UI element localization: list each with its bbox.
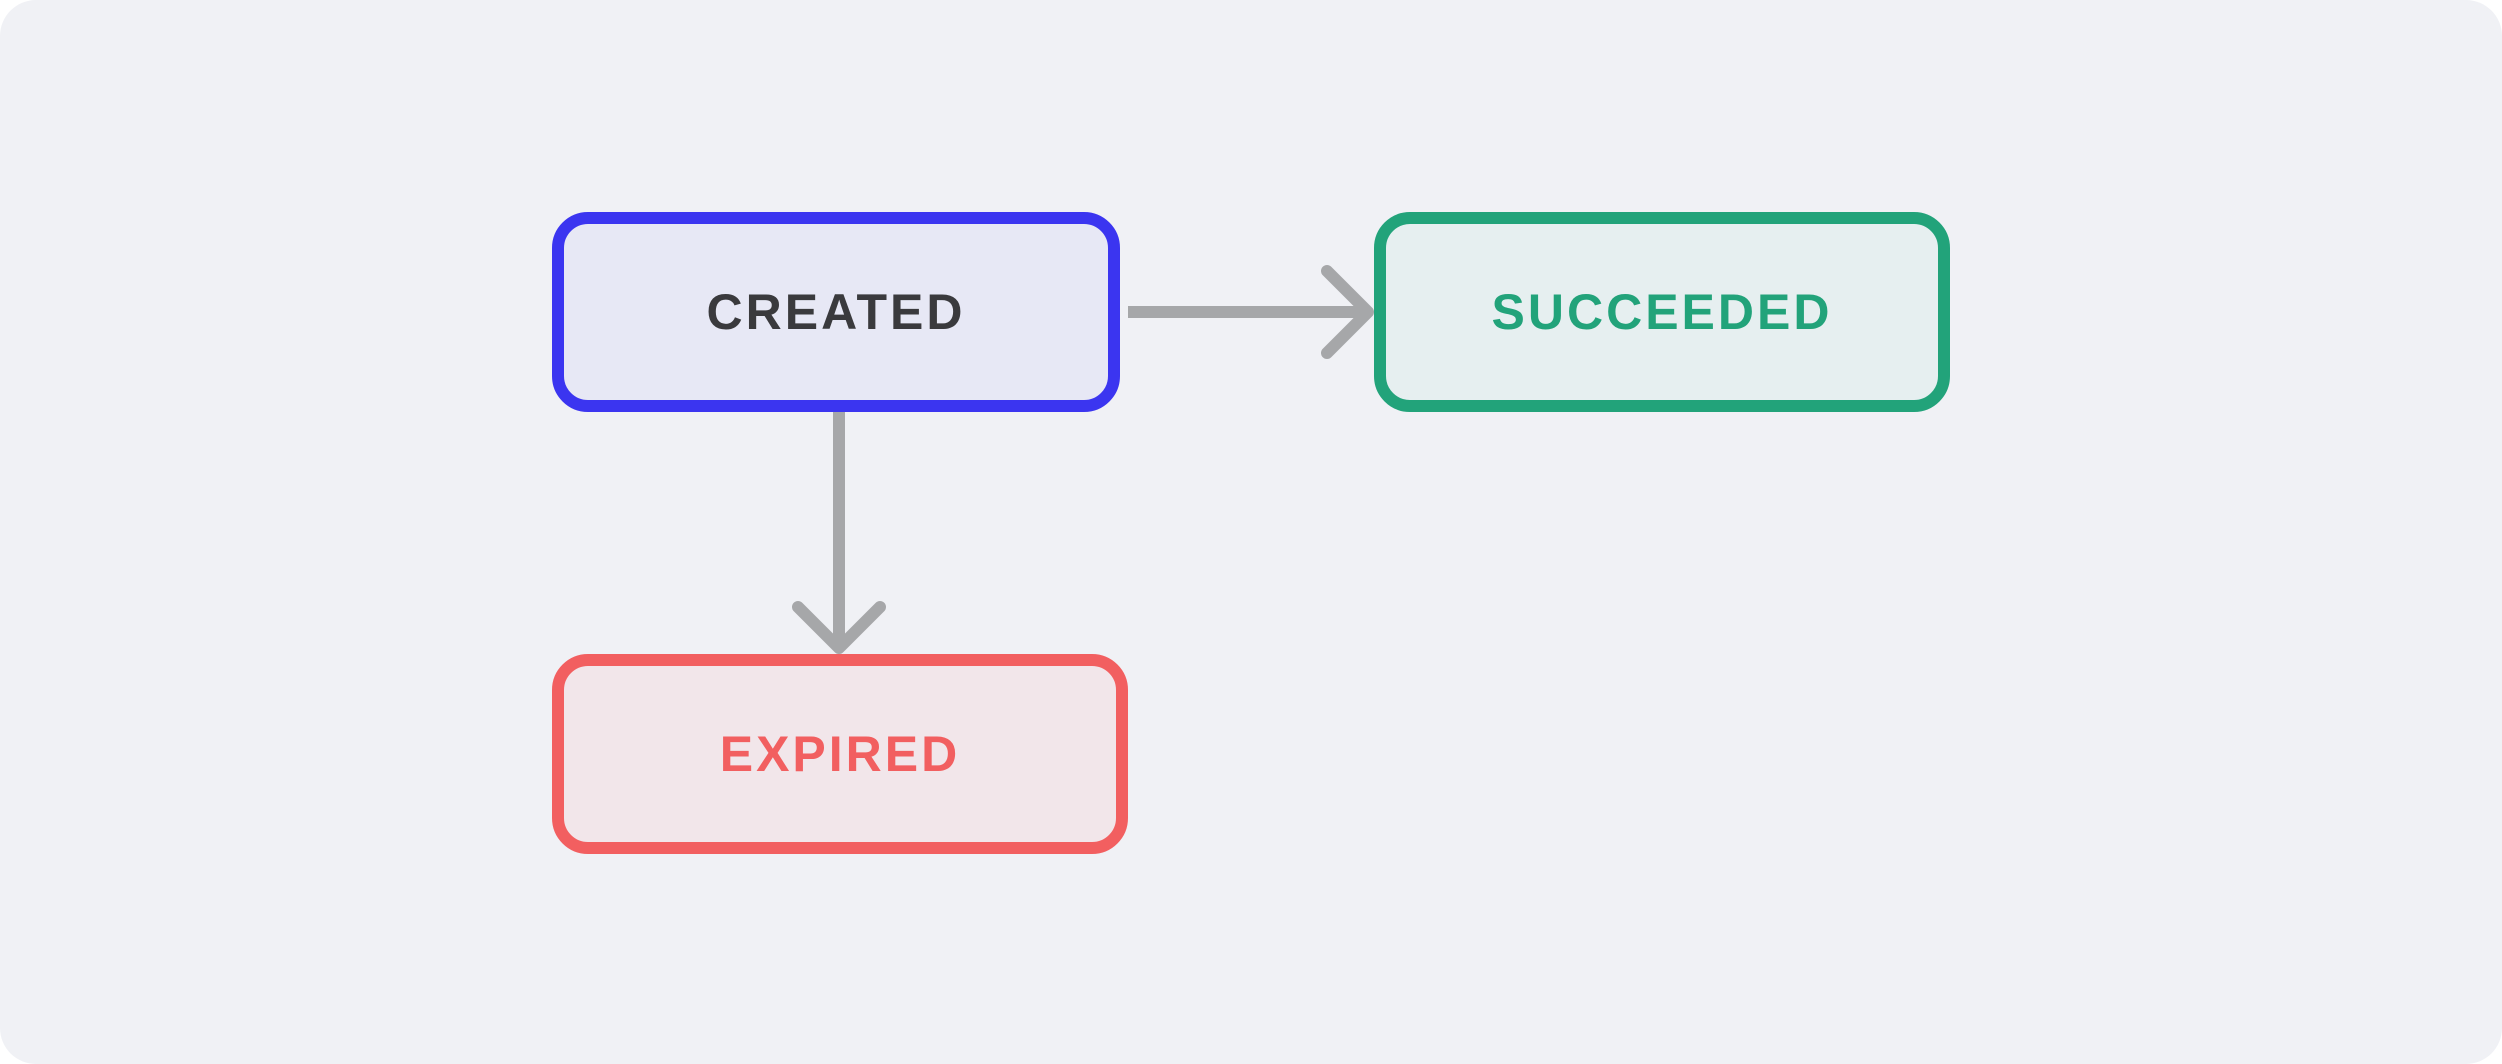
state-created: CREATED — [552, 212, 1120, 412]
edge-created-to-succeeded — [1128, 265, 1374, 359]
state-succeeded: SUCCEEDED — [1374, 212, 1950, 412]
state-created-label: CREATED — [706, 284, 966, 340]
edge-created-to-expired — [792, 412, 886, 654]
arrowhead-right-icon — [1321, 265, 1374, 359]
arrowhead-down-icon — [792, 601, 886, 654]
state-expired: EXPIRED — [552, 654, 1128, 854]
state-expired-label: EXPIRED — [719, 726, 961, 782]
state-succeeded-label: SUCCEEDED — [1491, 284, 1833, 340]
